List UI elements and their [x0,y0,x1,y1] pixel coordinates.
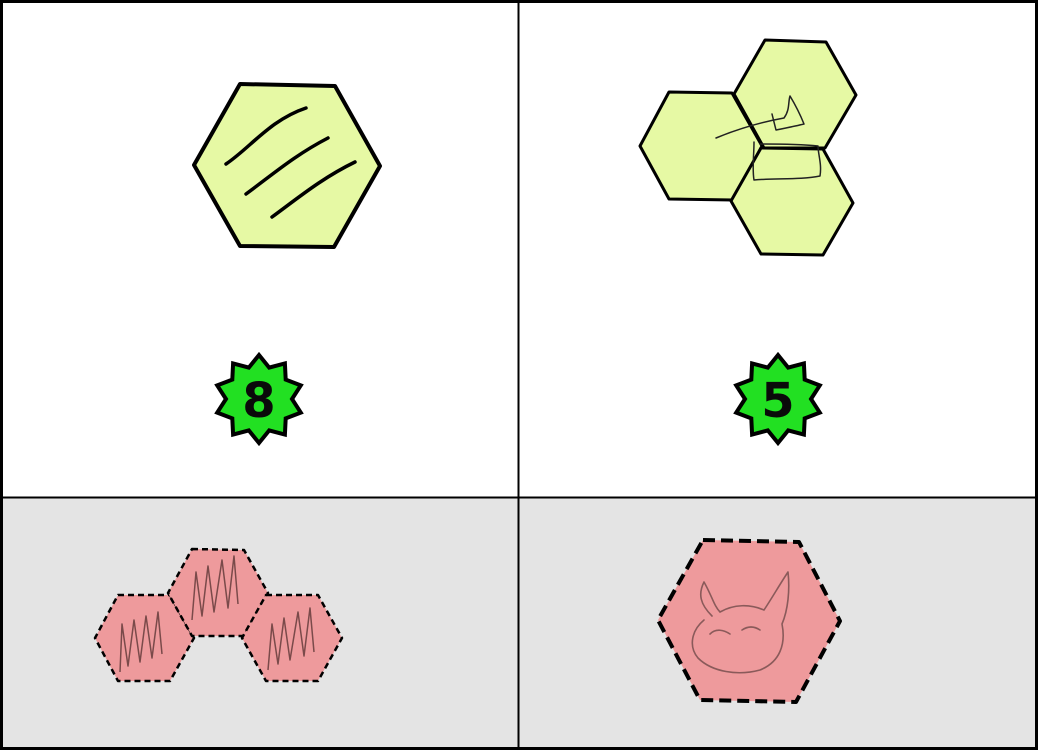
card-2[interactable]: 5 [519,2,1035,497]
card-1-score: 8 [242,373,275,429]
starburst-badge-icon: 5 [733,351,823,447]
single-hex-tile-icon [192,82,382,249]
penalty-2[interactable] [519,498,1035,749]
cat-face-doodle-icon [691,571,790,674]
penalty-1[interactable] [2,498,518,749]
card-2-score: 5 [761,373,794,429]
starburst-badge-icon: 8 [214,351,304,447]
card-1[interactable]: 8 [2,2,518,497]
triple-hex-penalty-icon [93,547,344,683]
single-hex-penalty-icon [656,538,842,704]
triple-hex-cluster-icon [638,38,858,257]
